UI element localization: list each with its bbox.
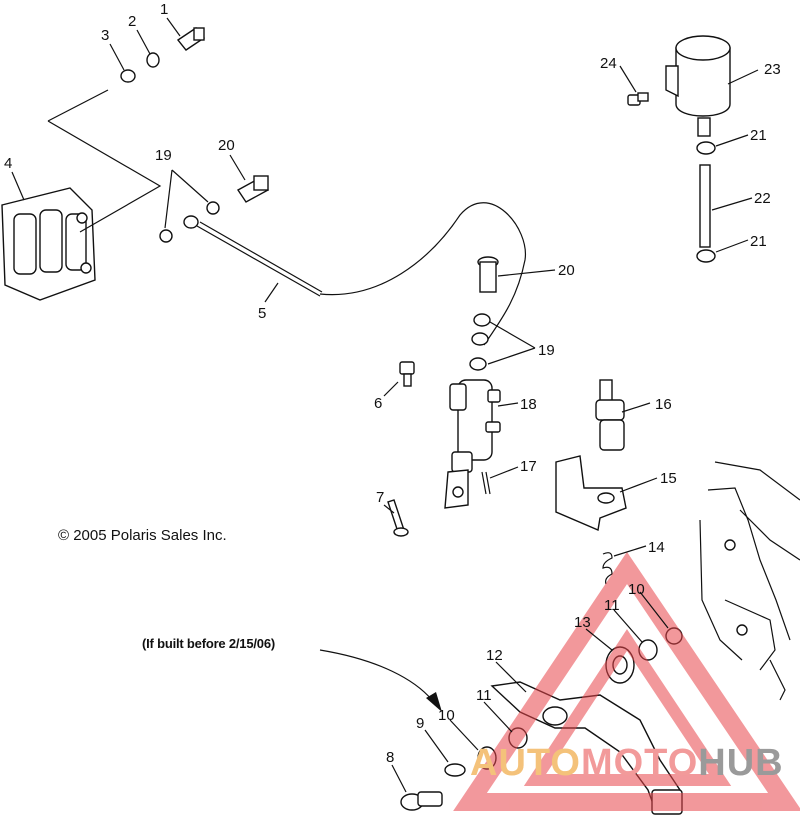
note-arrow [319,649,433,701]
reservoir-23 [665,35,731,137]
callout-12: 12 [486,647,503,664]
build-date-note: (If built before 2/15/06) [142,636,275,651]
callout-14: 14 [648,539,665,556]
callout-23: 23 [764,61,781,78]
callout-15: 15 [660,470,677,487]
washer-2 [146,52,160,68]
callout-20-lower: 20 [558,262,575,279]
frame-section [699,461,800,701]
callout-24: 24 [600,55,617,72]
callout-11-lower: 11 [476,687,492,704]
bolt-8 [400,791,443,811]
bolt-1 [176,27,206,51]
hose-22 [699,164,711,248]
washer-19-c [469,357,487,371]
screw-24 [627,92,649,106]
leader-lines [11,17,759,793]
callout-21-upper: 21 [750,127,767,144]
washer-19-upper [206,201,220,215]
watermark-part-auto: AUTO [470,742,581,784]
brake-line-5 [183,202,526,346]
clevis-pin-7 [387,499,409,537]
watermark-triangle [453,551,800,811]
bracket-15 [555,455,627,531]
washer-19-a [473,313,491,327]
callout-21-lower: 21 [750,233,767,250]
cotter-pin-17 [481,471,491,495]
banjo-bolt-20-upper [236,175,270,203]
callout-1: 1 [160,1,168,18]
callout-22: 22 [754,190,771,207]
clamp-21-upper [696,141,716,155]
callout-16: 16 [655,396,672,413]
copyright-text: © 2005 Polaris Sales Inc. [58,527,227,544]
master-cylinder-18 [444,379,501,509]
washer-9 [444,763,466,777]
callout-6: 6 [374,395,382,412]
callout-20-upper: 20 [218,137,235,154]
callout-8: 8 [386,749,394,766]
spring-14 [602,552,613,585]
banjo-bolt-20-lower [477,256,499,293]
callout-7: 7 [376,489,384,506]
callout-2: 2 [128,13,136,30]
callout-19-lower: 19 [538,342,555,359]
callout-9: 9 [416,715,424,732]
callout-5: 5 [258,305,266,322]
arrow-head [426,692,442,712]
callout-10-lower: 10 [438,707,455,724]
pushrod-16 [595,379,625,451]
washer-19-lower [159,229,173,243]
watermark-part-hub: HUB [698,742,784,784]
watermark-logo: AUTOMOTOHUB [470,742,784,785]
callout-17: 17 [520,458,537,475]
callout-11-upper: 11 [604,597,620,614]
watermark-part-moto: MOTO [580,742,699,784]
washer-3 [120,69,136,83]
callout-3: 3 [101,27,109,44]
callout-19-upper: 19 [155,147,172,164]
callout-4: 4 [4,155,12,172]
callout-18: 18 [520,396,537,413]
brake-caliper [1,187,96,301]
bolt-6 [399,361,415,387]
leader-line [47,89,109,122]
clamp-21-lower [696,249,716,263]
washer-19-b [471,332,489,346]
callout-10-upper: 10 [628,581,645,598]
leader-line [47,120,162,233]
callout-13: 13 [574,614,591,631]
